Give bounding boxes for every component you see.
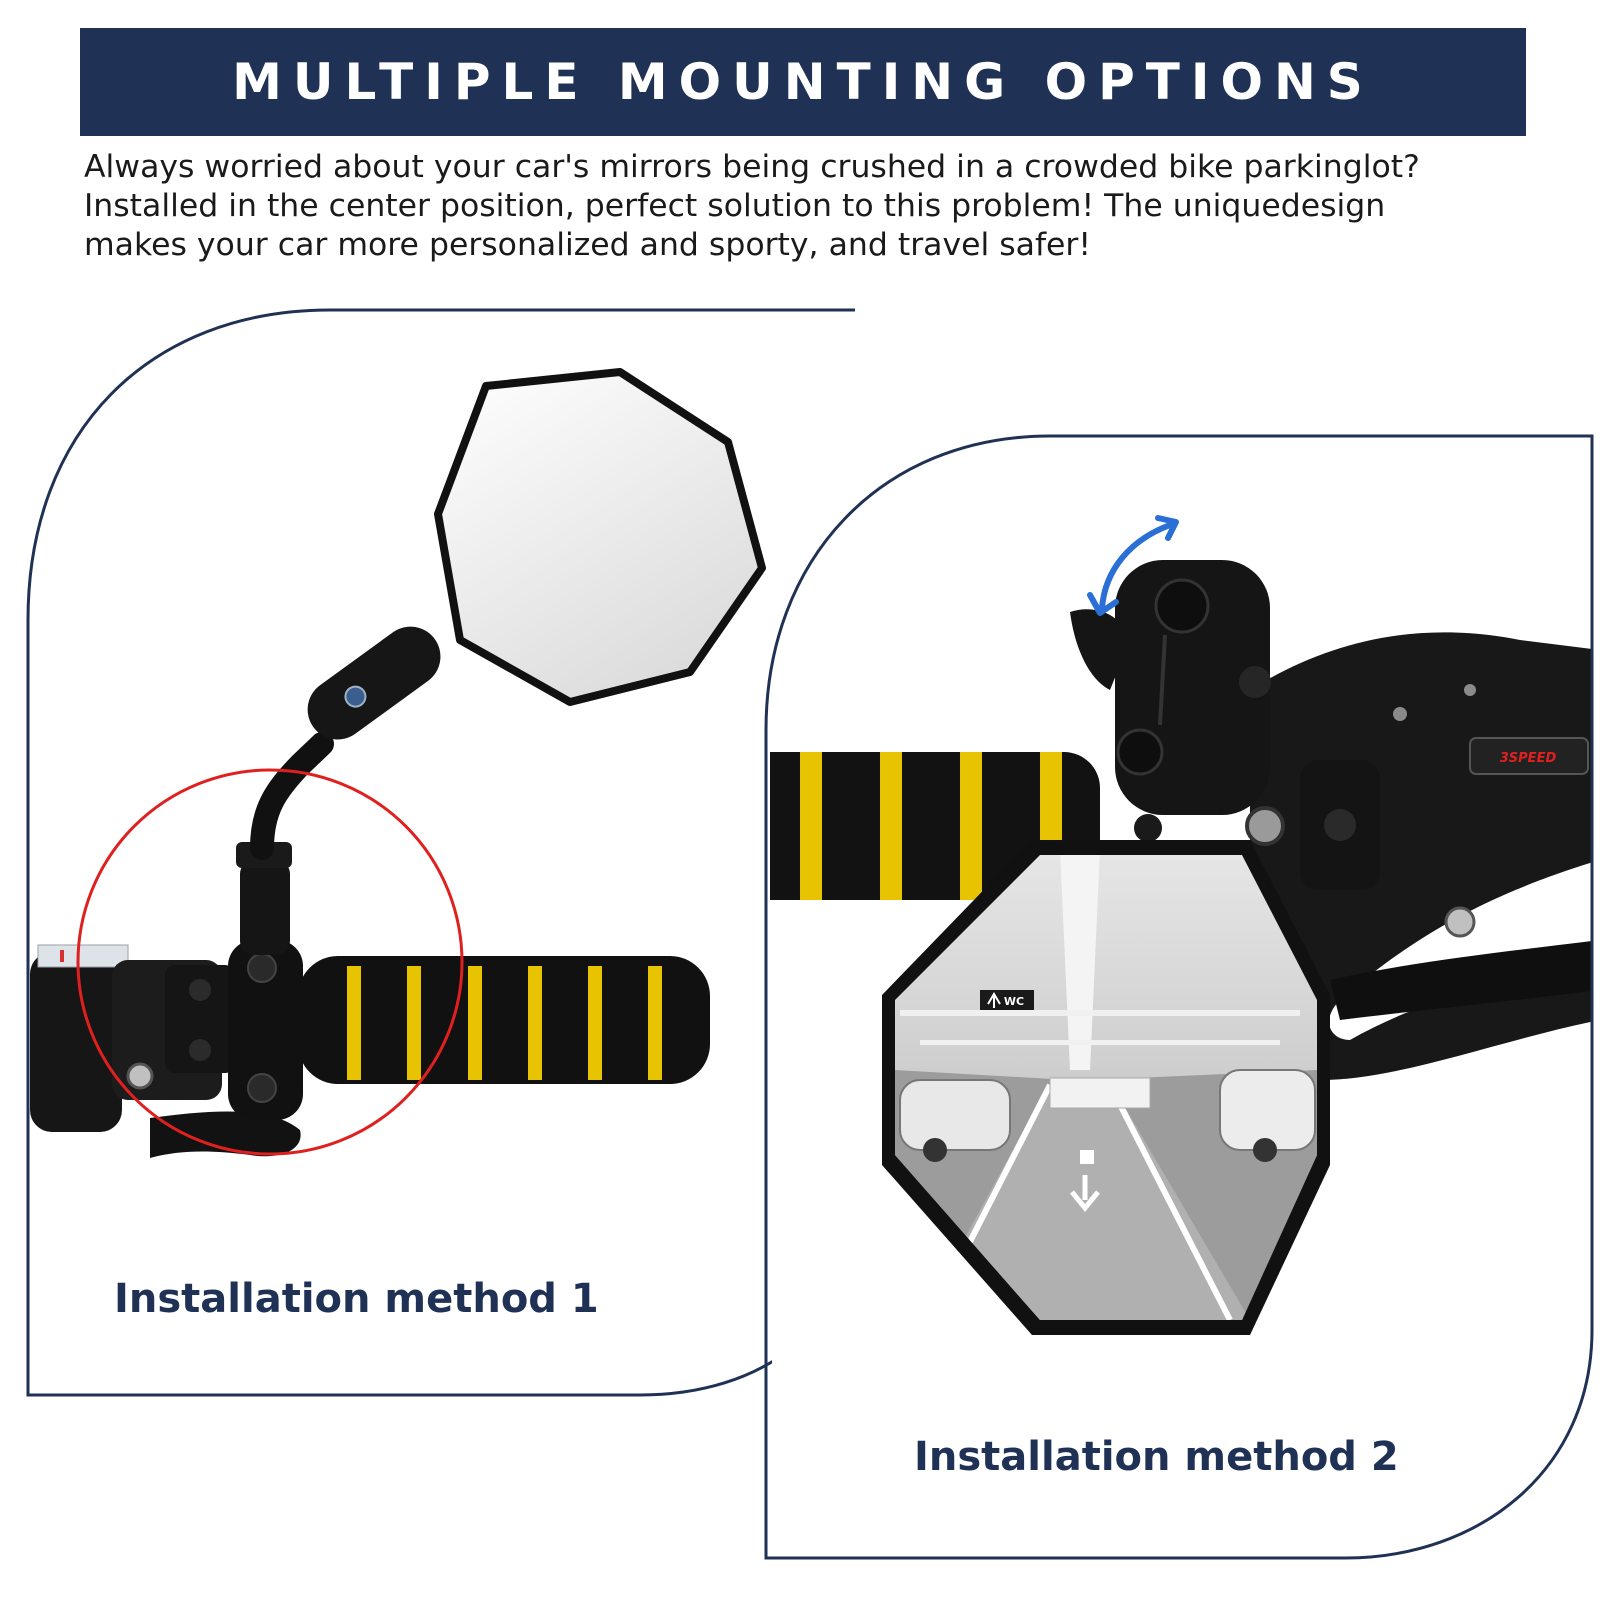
panel-2-frame — [764, 434, 1594, 1560]
down-arrow-icon — [1070, 1175, 1100, 1212]
panel-1-caption: Installation method 1 — [114, 1276, 599, 1322]
brake-lever-right: 3SPEED — [1070, 609, 1592, 1080]
panel-1 — [26, 308, 857, 1397]
handlebar-grip-1 — [298, 956, 710, 1084]
panel-2: 3SPEED — [764, 434, 1594, 1560]
description-line: Always worried about your car's mirrors … — [84, 149, 1420, 185]
octagon-mirror-1 — [434, 368, 766, 706]
exit-arrow-icon — [987, 992, 1001, 1008]
mirror-clamp-2 — [1115, 560, 1285, 846]
description: Always worried about your car's mirrors … — [84, 148, 1534, 265]
description-line: Installed in the center position, perfec… — [84, 188, 1386, 224]
reflection-sign: WC — [1004, 995, 1024, 1008]
mirror-arm-1 — [307, 626, 441, 740]
panel-2-caption: Installation method 2 — [914, 1434, 1399, 1480]
handlebar-grip-2 — [770, 752, 1100, 900]
rotate-arrow-icon — [1087, 515, 1179, 616]
page-title: MULTIPLE MOUNTING OPTIONS — [232, 53, 1374, 111]
mirror-stem-1 — [250, 732, 334, 860]
description-line: makes your car more personalized and spo… — [84, 227, 1092, 263]
highlight-circle — [76, 768, 464, 1156]
shifter-label: 3SPEED — [1500, 751, 1557, 766]
header-banner: MULTIPLE MOUNTING OPTIONS — [80, 28, 1526, 136]
mirror-clamp-1 — [165, 842, 303, 1120]
